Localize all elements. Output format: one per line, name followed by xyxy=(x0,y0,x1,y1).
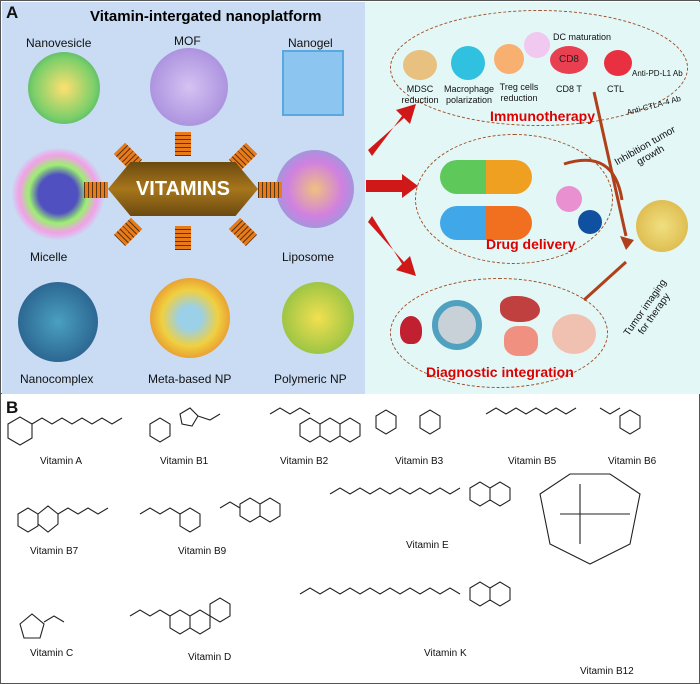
cd8-cell: CD8 xyxy=(550,46,588,74)
label-liposome: Liposome xyxy=(282,250,335,264)
red-arrows xyxy=(366,91,634,302)
liposome-image xyxy=(276,150,354,228)
treg-label: Treg cells reduction xyxy=(499,82,539,103)
dc-maturation-label: DC maturation xyxy=(553,32,612,42)
diagnostic-ellipse xyxy=(390,278,608,388)
label-micelle: Micelle xyxy=(30,250,68,264)
cd8t-label: CD8 T xyxy=(556,84,582,94)
anti-pdl1-label: Anti-PD-L1 Ab xyxy=(632,69,683,78)
treg-icon xyxy=(494,44,524,74)
nanovesicle-image xyxy=(28,52,100,124)
immunotherapy-title: Immunotherapy xyxy=(490,108,596,124)
immunotherapy-ellipse xyxy=(390,10,688,126)
drug-delivery-ellipse xyxy=(415,134,613,264)
vitamin-b2-label: Vitamin B2 xyxy=(280,456,329,467)
capsule-icon xyxy=(440,206,532,240)
vitamin-b6-label: Vitamin B6 xyxy=(608,456,657,467)
vitamin-d-label: Vitamin D xyxy=(188,652,232,663)
vitamin-e-label: Vitamin E xyxy=(406,540,449,551)
panel-a-label: A xyxy=(6,3,19,22)
lungs-icon xyxy=(504,326,538,356)
macrophage-label: Macrophage polarization xyxy=(443,84,495,105)
label-nanocomplex: Nanocomplex xyxy=(20,372,94,386)
vitamin-k-label: Vitamin K xyxy=(424,648,467,659)
ctl-label: CTL xyxy=(607,84,625,94)
arrow-icon xyxy=(258,182,282,198)
ctl-icon xyxy=(604,50,632,76)
vitamin-a-label: Vitamin A xyxy=(40,456,83,467)
label-nanovesicle: Nanovesicle xyxy=(26,36,92,50)
panel-b-label: B xyxy=(6,398,19,417)
vitamin-b3-label: Vitamin B3 xyxy=(395,456,444,467)
metal-np-image xyxy=(150,278,230,358)
label-mof: MOF xyxy=(174,34,201,48)
nanogel-image xyxy=(282,50,344,116)
chemical-structures xyxy=(7,407,641,639)
brain-icon xyxy=(552,314,596,354)
mdsc-icon xyxy=(403,50,437,80)
polymeric-np-image xyxy=(282,282,354,354)
vitamins-center: VITAMINS xyxy=(108,162,258,216)
nanoplatform-title: Vitamin-intergated nanoplatform xyxy=(90,8,322,25)
label-metal-np: Meta-based NP xyxy=(148,372,232,386)
vitamin-c-label: Vitamin C xyxy=(30,648,74,659)
label-nanogel: Nanogel xyxy=(288,36,333,50)
capsule-icon xyxy=(440,160,532,194)
drug-particle-icon xyxy=(556,186,582,212)
arrow-icon xyxy=(175,226,191,250)
tumor-icon xyxy=(636,200,688,252)
nanocomplex-image xyxy=(18,282,98,362)
drug-delivery-title: Drug delivery xyxy=(486,236,576,252)
flask-icon xyxy=(400,316,422,344)
arrow-icon xyxy=(175,132,191,156)
label-polymeric-np: Polymeric NP xyxy=(274,372,347,386)
vitamin-b7-label: Vitamin B7 xyxy=(30,546,79,557)
diagnostic-title: Diagnostic integration xyxy=(426,364,574,380)
vitamin-b12-label: Vitamin B12 xyxy=(580,666,634,677)
mof-image xyxy=(150,48,228,126)
scanner-icon xyxy=(432,300,482,350)
vitamin-b1-label: Vitamin B1 xyxy=(160,456,209,467)
arrow-icon xyxy=(84,182,108,198)
vitamin-b5-label: Vitamin B5 xyxy=(508,456,557,467)
mdsc-label: MDSC reduction xyxy=(401,84,439,105)
dc-icon xyxy=(524,32,550,58)
vitamin-b9-label: Vitamin B9 xyxy=(178,546,227,557)
drug-particle-icon xyxy=(578,210,602,234)
liver-icon xyxy=(500,296,540,322)
macrophage-icon xyxy=(451,46,485,80)
